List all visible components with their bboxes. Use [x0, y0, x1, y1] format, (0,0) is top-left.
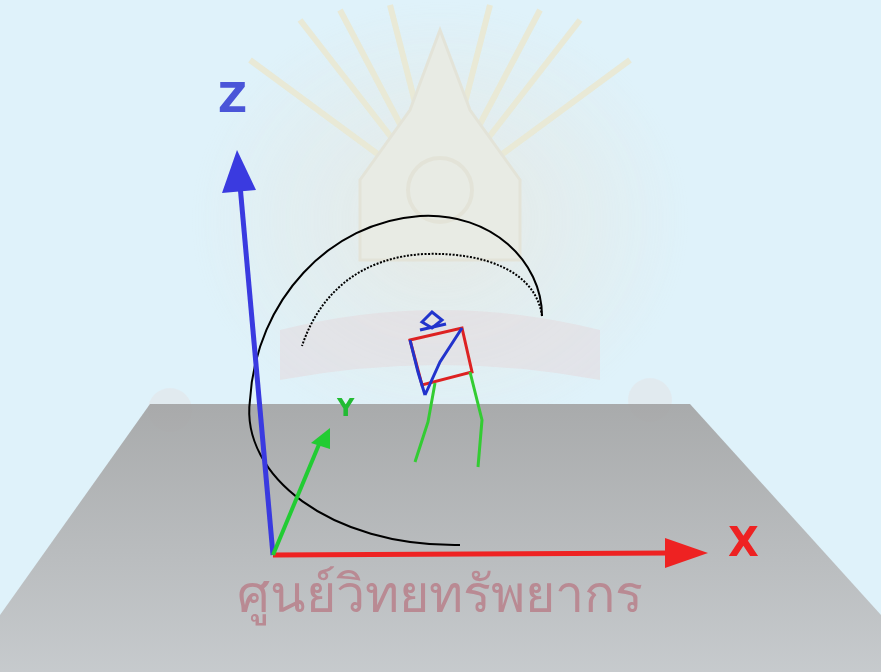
- axis-label: X: [728, 522, 759, 562]
- swing-path-inner: [302, 254, 542, 346]
- axis-label: Y: [337, 396, 354, 420]
- axes: [222, 150, 708, 568]
- golfer-figure: [410, 312, 482, 467]
- swing-path: [249, 216, 542, 545]
- ground-plane: [0, 404, 881, 672]
- emblem-watermark: [148, 0, 690, 440]
- watermark-text: ศูนย์วิทยทรัพยากร: [237, 568, 643, 620]
- axis-label: Z: [218, 78, 247, 118]
